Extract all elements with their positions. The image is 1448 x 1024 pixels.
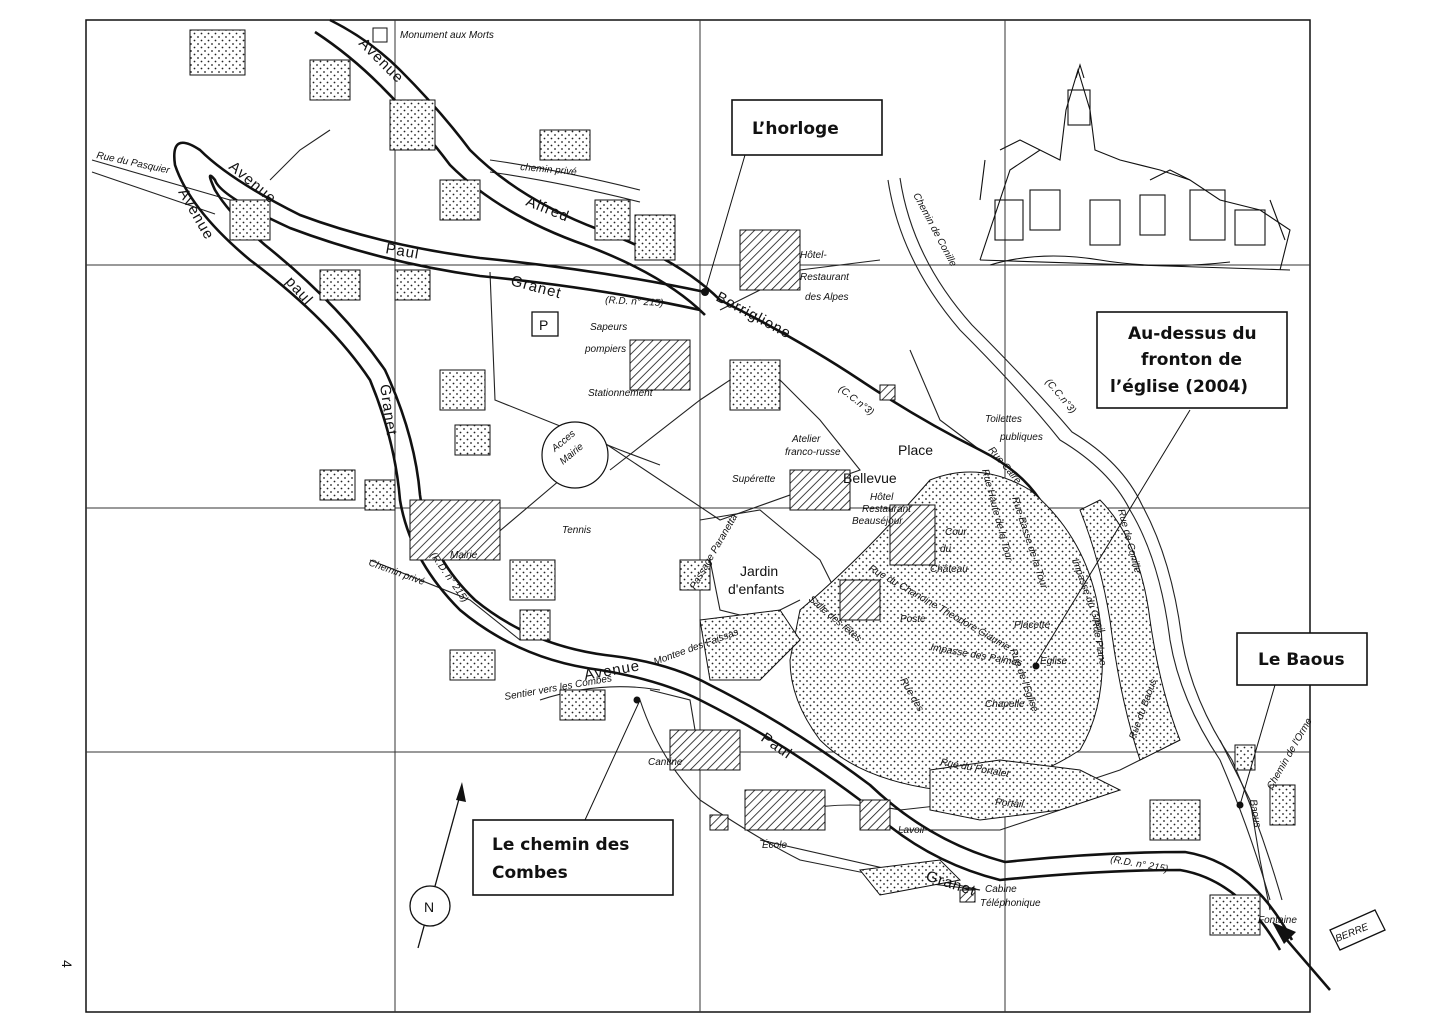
- place-label-hotel-beausejour-1: Hôtel: [870, 492, 894, 503]
- place-label-hotel-alpes-3: des Alpes: [805, 292, 849, 303]
- place-label-atelier-2: franco-russe: [785, 447, 841, 458]
- place-label-monument: Monument aux Morts: [400, 30, 494, 41]
- callout-combes-line1: Le chemin des: [492, 835, 629, 855]
- road-label-rue-portail: Portail: [995, 797, 1025, 810]
- place-label-toilettes-1: Toilettes: [985, 414, 1022, 425]
- place-label-placette: Placette: [1014, 620, 1051, 631]
- church-village-sketch: [979, 63, 1291, 271]
- callout-fronton-line2: fronton de: [1141, 350, 1242, 370]
- place-label-jardin-2: d'enfants: [728, 581, 784, 597]
- place-label-chapelle: Chapelle: [985, 699, 1025, 710]
- compass-label: N: [424, 899, 434, 915]
- callout-baous: Le Baous: [1236, 632, 1368, 686]
- map-frame: [85, 19, 1311, 1013]
- place-label-place: Place: [898, 442, 933, 458]
- road-label-paul-bottom: Paul: [758, 729, 796, 762]
- page-number: 4: [59, 960, 75, 968]
- place-label-stationnement: Stationnement: [588, 388, 654, 399]
- place-label-toilettes-2: publiques: [999, 432, 1043, 443]
- place-label-hotel-alpes-2: Restaurant: [800, 272, 850, 283]
- place-label-sapeurs-2: pompiers: [584, 344, 626, 355]
- point-markers: [633, 288, 1244, 809]
- road-label-baous: Baous: [1247, 799, 1263, 829]
- callout-baous-text: Le Baous: [1258, 650, 1345, 670]
- road-label-borriglione: Borriglione: [713, 289, 794, 343]
- place-label-hotel-alpes-1: Hôtel-: [800, 250, 827, 261]
- road-label-chemin-conille: Chemin de Conille: [910, 191, 958, 269]
- road-label-rue-pasquier: Rue du Pasquier: [95, 150, 171, 176]
- village-core: [699, 471, 1181, 896]
- parking-sign: [531, 311, 559, 337]
- callout-combes: Le chemin des Combes: [472, 819, 674, 896]
- place-label-chemin-orme: Chemin de l'Orme: [1265, 716, 1315, 791]
- place-label-fontaine: Fontaine: [1258, 915, 1297, 926]
- place-label-chateau: Château: [930, 564, 968, 575]
- parking-label: P: [539, 317, 548, 333]
- road-label-rd215-upper: (R.D. n° 215): [605, 295, 664, 309]
- place-label-eglise: Eglise: [1040, 656, 1068, 667]
- road-label-cc3: (C.C.n°3): [836, 384, 876, 418]
- berre-direction: BERRE: [1272, 909, 1386, 991]
- north-compass: N: [409, 782, 466, 949]
- road-label-avenue-top: Avenue: [355, 35, 407, 87]
- callout-fronton: Au-dessus du fronton de l’église (2004): [1096, 311, 1288, 409]
- road-label-granet-left: Granet: [376, 383, 400, 437]
- road-label-granet-upper: Granet: [509, 272, 563, 302]
- place-label-bellevue: Bellevue: [843, 470, 897, 486]
- place-label-atelier-1: Atelier: [791, 434, 821, 445]
- place-label-sapeurs-1: Sapeurs: [590, 322, 627, 333]
- place-label-poste: Poste: [900, 614, 926, 625]
- callout-horloge-text: L’horloge: [752, 119, 839, 139]
- road-label-chemin-conille-cc: (C.C.n°3): [1043, 377, 1078, 416]
- road-label-chemin-prive-top: chemin privé: [520, 162, 578, 178]
- place-label-jardin-1: Jardin: [740, 563, 778, 579]
- place-label-du: du: [940, 544, 952, 555]
- callout-pointers: [584, 154, 1276, 821]
- road-label-paul-upper: Paul: [384, 240, 420, 263]
- callout-combes-line2: Combes: [492, 863, 568, 883]
- place-label-cabine-1: Cabine: [985, 884, 1017, 895]
- place-label-superette: Supérette: [732, 474, 776, 485]
- place-label-cour: Cour: [945, 527, 967, 538]
- buildings: [189, 29, 1296, 936]
- road-label-chemin-prive-left: Chemin privé: [367, 557, 427, 588]
- place-label-cantine: Cantine: [648, 757, 683, 768]
- place-label-ecole: École: [762, 838, 787, 851]
- callout-fronton-line1: Au-dessus du: [1128, 324, 1257, 344]
- place-label-cabine-2: Téléphonique: [980, 898, 1041, 909]
- monument-marker: [372, 27, 388, 43]
- acces-mairie-roundabout: [541, 421, 609, 489]
- place-label-mairie: Mairie: [450, 550, 478, 561]
- callout-horloge: L’horloge: [731, 99, 883, 156]
- place-label-lavoir: Lavoir: [898, 825, 926, 836]
- place-label-hotel-beausejour-2: Restaurant: [862, 504, 912, 515]
- place-label-hotel-beausejour-3: Beauséjour: [852, 516, 903, 527]
- place-label-tennis: Tennis: [562, 525, 591, 536]
- public-buildings: [409, 229, 976, 903]
- callout-fronton-line3: l’église (2004): [1110, 377, 1248, 397]
